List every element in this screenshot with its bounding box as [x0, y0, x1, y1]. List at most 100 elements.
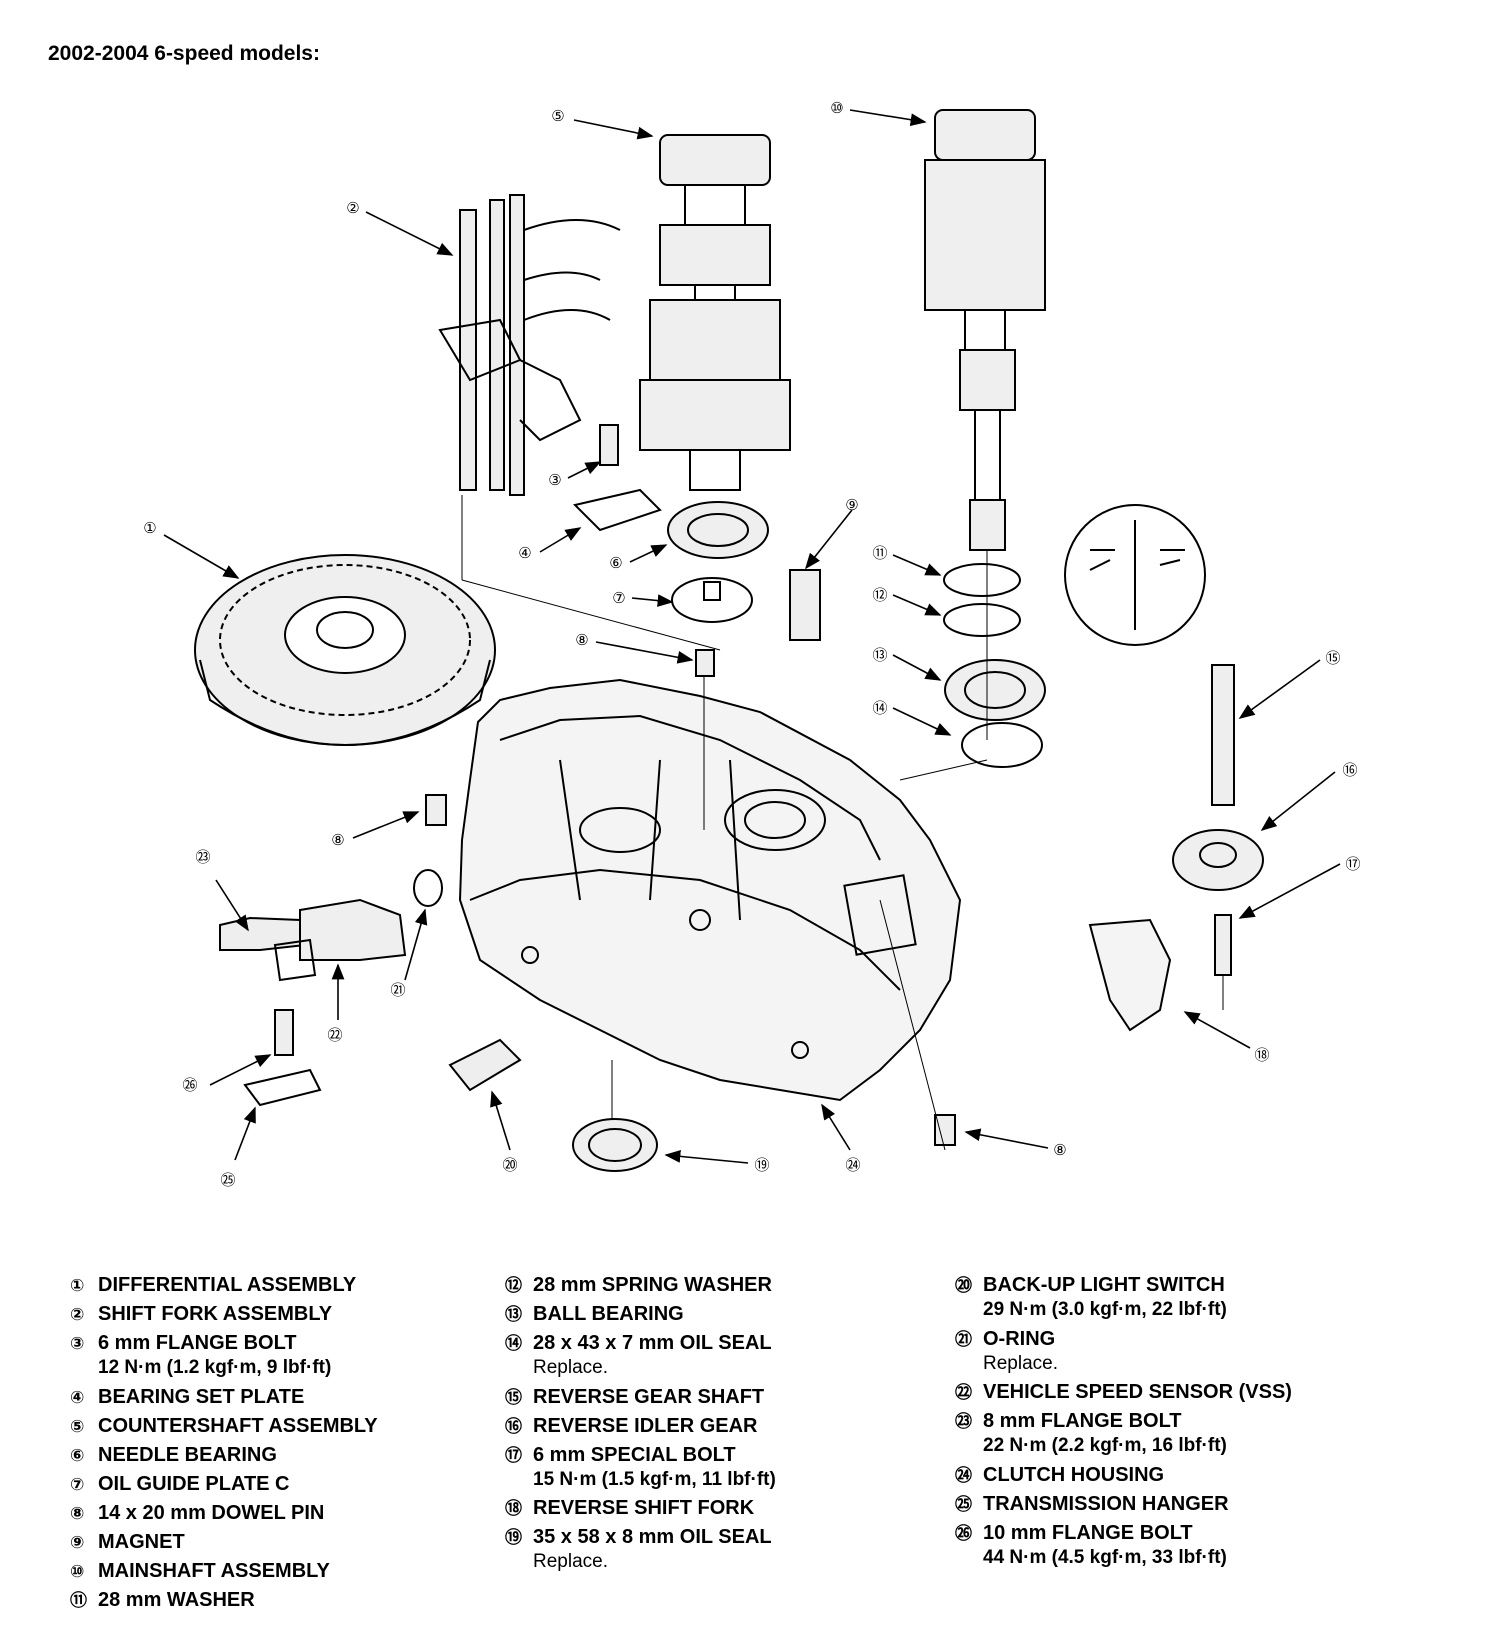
- legend-item: ⑪ 28 mm WASHER: [70, 1587, 378, 1613]
- mainshaft-drawing: [924, 109, 1046, 551]
- legend-item-number: ⑲: [505, 1528, 522, 1549]
- legend-item-name: 28 mm SPRING WASHER: [533, 1274, 772, 1296]
- legend-item-name: CLUTCH HOUSING: [983, 1464, 1165, 1487]
- legend-item-number: ①: [70, 1276, 85, 1296]
- legend-item-number: ⑮: [505, 1387, 522, 1408]
- legend-item-name: SHIFT FORK ASSEMBLY: [98, 1303, 333, 1325]
- legend-item-name: BACK-UP LIGHT SWITCH: [983, 1274, 1225, 1296]
- callout-number: ⑬: [872, 647, 887, 664]
- callout-number: ⑧: [575, 633, 588, 649]
- callout-number: ㉒: [327, 1027, 342, 1044]
- legend-item-name: 8 mm FLANGE BOLT: [983, 1410, 1182, 1433]
- legend-item-number: ㉖: [955, 1524, 972, 1545]
- callout-number: ⑮: [1325, 650, 1340, 667]
- callout-number: ⑧: [331, 833, 344, 849]
- legend-item-torque-spec: 15 N·m (1.5 kgf·m, 11 lbf·ft): [533, 1468, 776, 1490]
- legend-item-name: MAINSHAFT ASSEMBLY: [98, 1559, 330, 1582]
- callout-number: ⑲: [754, 1157, 769, 1174]
- legend-item-name: VEHICLE SPEED SENSOR (VSS): [983, 1381, 1292, 1404]
- callout-number: ⑥: [609, 556, 622, 572]
- legend-item-number: ⑤: [70, 1416, 85, 1437]
- legend-item-number: ⑯: [505, 1416, 522, 1437]
- legend-item-note: Replace.: [983, 1352, 1058, 1374]
- callout-number: ⑫: [872, 587, 887, 604]
- legend-item-torque-spec: 12 N·m (1.2 kgf·m, 9 lbf·ft): [98, 1357, 332, 1378]
- legend-item: ㉒ VEHICLE SPEED SENSOR (VSS): [955, 1379, 1292, 1405]
- legend-item-name: 6 mm SPECIAL BOLT: [533, 1443, 736, 1466]
- legend-item: ㉔ CLUTCH HOUSING: [955, 1462, 1292, 1488]
- legend-item-number: ⑪: [70, 1590, 87, 1611]
- legend-item-number: ㉕: [955, 1495, 972, 1516]
- legend-item-number: ③: [70, 1334, 85, 1354]
- legend-item-number: ⑦: [70, 1474, 85, 1495]
- legend-item-name: MAGNET: [98, 1530, 185, 1553]
- legend-item-name: COUNTERSHAFT ASSEMBLY: [98, 1414, 378, 1437]
- legend-item-number: ⑥: [70, 1445, 85, 1466]
- legend-item-name: REVERSE IDLER GEAR: [533, 1414, 758, 1437]
- legend-item-name: BALL BEARING: [533, 1303, 684, 1325]
- legend-item-name: DIFFERENTIAL ASSEMBLY: [98, 1274, 357, 1296]
- shift-fork-drawing: [438, 194, 621, 496]
- legend-item: ⑤ COUNTERSHAFT ASSEMBLY: [70, 1413, 378, 1439]
- legend-item: ⑦ OIL GUIDE PLATE C: [70, 1471, 378, 1497]
- legend-item-number: ⑭: [505, 1334, 522, 1354]
- diagram-heading: 2002-2004 6-speed models:: [48, 42, 320, 65]
- legend-item-name: NEEDLE BEARING: [98, 1443, 277, 1466]
- legend-item-name: REVERSE SHIFT FORK: [533, 1497, 755, 1520]
- callout-number: ⑦: [612, 591, 625, 607]
- legend-item-name: OIL GUIDE PLATE C: [98, 1472, 290, 1495]
- legend-item-name: 6 mm FLANGE BOLT: [98, 1332, 297, 1354]
- legend-item-name: 28 x 43 x 7 mm OIL SEAL: [533, 1332, 772, 1354]
- legend-item-number: ㉒: [955, 1383, 972, 1404]
- callout-number: ⑨: [845, 498, 858, 514]
- legend-item-number: ⑩: [70, 1561, 85, 1582]
- legend-item: ⑭ 28 x 43 x 7 mm OIL SEAL Replace.: [505, 1330, 776, 1381]
- legend-item-name: REVERSE GEAR SHAFT: [533, 1385, 765, 1408]
- legend-item-note: Replace.: [533, 1551, 608, 1573]
- countershaft-drawing: [639, 134, 791, 491]
- callout-number: ④: [518, 546, 531, 562]
- callout-number: ⑳: [502, 1157, 517, 1174]
- legend-item-number: ⑧: [70, 1503, 85, 1524]
- legend-item-torque-spec: 22 N·m (2.2 kgf·m, 16 lbf·ft): [983, 1435, 1227, 1457]
- legend-item: ⑫ 28 mm SPRING WASHER: [505, 1272, 776, 1298]
- legend-item-name: O-RING: [983, 1327, 1056, 1350]
- legend-item: ⑯ REVERSE IDLER GEAR: [505, 1413, 776, 1439]
- legend-item: ㉕ TRANSMISSION HANGER: [955, 1491, 1292, 1517]
- callout-number: ②: [346, 201, 359, 217]
- legend-item-number: ⑫: [505, 1276, 522, 1296]
- legend-item-number: ㉔: [955, 1466, 972, 1487]
- alignment-lines: [461, 495, 1224, 1151]
- legend-item-number: ㉓: [955, 1412, 972, 1433]
- small-parts-drawing: [219, 424, 1264, 1172]
- legend-item-number: ⑨: [70, 1532, 85, 1553]
- callout-number: ㉕: [220, 1172, 235, 1189]
- legend-item-number: ⑰: [505, 1445, 522, 1466]
- callout-number: ⑰: [1345, 856, 1360, 873]
- callout-number: ③: [548, 473, 561, 489]
- differential-gear-drawing: [194, 554, 496, 746]
- legend-item-name: 14 x 20 mm DOWEL PIN: [98, 1501, 325, 1524]
- callout-number: ㉓: [195, 849, 210, 866]
- legend-item: ⑨ MAGNET: [70, 1529, 378, 1555]
- legend-item-note: Replace.: [533, 1357, 608, 1378]
- clutch-housing-drawing: [458, 678, 962, 1102]
- legend-item-name: BEARING SET PLATE: [98, 1385, 305, 1408]
- legend-item: ⑥ NEEDLE BEARING: [70, 1442, 378, 1468]
- callout-number: ㉖: [182, 1077, 197, 1094]
- legend-item: ③ 6 mm FLANGE BOLT 12 N·m (1.2 kgf·m, 9 lb…: [70, 1330, 378, 1381]
- legend-item-name: TRANSMISSION HANGER: [983, 1493, 1229, 1516]
- legend-item-name: 28 mm WASHER: [98, 1588, 255, 1611]
- legend-item-name: 35 x 58 x 8 mm OIL SEAL: [533, 1526, 772, 1549]
